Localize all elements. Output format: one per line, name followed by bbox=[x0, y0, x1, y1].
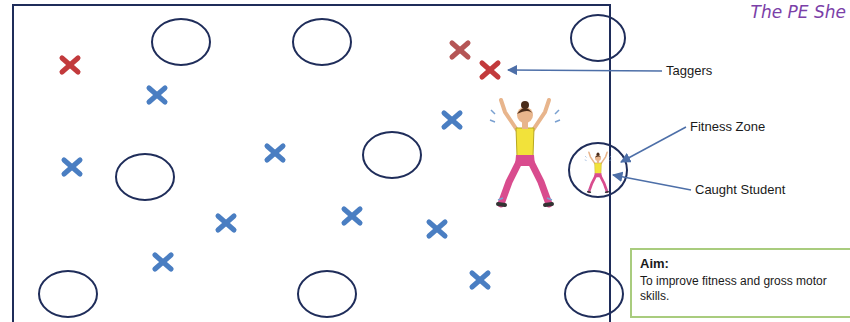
callout-label: Caught Student bbox=[695, 182, 785, 198]
callout-label: Fitness Zone bbox=[690, 119, 765, 135]
playing-field bbox=[13, 5, 610, 322]
aim-box: Aim: To improve fitness and gross motor s… bbox=[630, 248, 850, 318]
aim-text: To improve fitness and gross motor skill… bbox=[640, 274, 836, 304]
tagger-marks bbox=[62, 43, 498, 77]
fitness-zones bbox=[39, 15, 627, 317]
callout-label: Taggers bbox=[666, 63, 712, 79]
logo-text: The PE She bbox=[751, 2, 846, 22]
caught-student bbox=[585, 152, 612, 192]
aim-heading: Aim: bbox=[640, 256, 836, 272]
jumping-student bbox=[490, 100, 560, 205]
student-marks bbox=[64, 88, 488, 287]
leader-arrows bbox=[508, 70, 691, 190]
